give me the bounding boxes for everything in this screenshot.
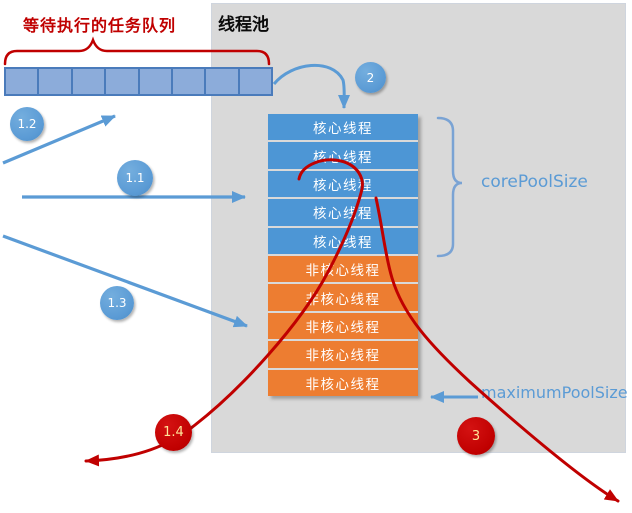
task-queue-cell [173, 69, 207, 94]
step-badge-label: 3 [471, 428, 481, 444]
core-thread-row: 核心线程 [268, 227, 418, 254]
step-badge-label: 1.2 [17, 117, 37, 131]
task-queue [4, 67, 273, 96]
step-badge-3: 3 [457, 417, 495, 455]
maximum-pool-size-label: maximumPoolSize [481, 383, 628, 402]
step-badge-2: 2 [355, 62, 386, 93]
core-thread-row: 核心线程 [268, 199, 418, 226]
task-queue-cell [106, 69, 140, 94]
non-core-thread-row: 非核心线程 [268, 284, 418, 311]
task-queue-cell [240, 69, 271, 94]
task-queue-cell [206, 69, 240, 94]
step-badge-label: 1.3 [107, 296, 127, 310]
core-thread-row: 核心线程 [268, 114, 418, 141]
core-thread-row: 核心线程 [268, 142, 418, 169]
step-badge-label: 1.4 [163, 425, 184, 440]
non-core-thread-row: 非核心线程 [268, 369, 418, 396]
task-queue-cell [140, 69, 173, 94]
non-core-thread-row: 非核心线程 [268, 341, 418, 368]
step-badge-label: 2 [366, 70, 375, 85]
step-badge-1-1: 1.1 [117, 160, 153, 196]
task-queue-cell [39, 69, 73, 94]
task-queue-cell [6, 69, 40, 94]
core-thread-row: 核心线程 [268, 170, 418, 198]
step-badge-1-2: 1.2 [10, 107, 44, 141]
thread-stack: 核心线程核心线程核心线程核心线程核心线程非核心线程非核心线程非核心线程非核心线程… [268, 114, 418, 396]
non-core-thread-row: 非核心线程 [268, 312, 418, 340]
core-pool-size-label: corePoolSize [481, 172, 588, 192]
non-core-thread-row: 非核心线程 [268, 255, 418, 283]
thread-pool-title: 线程池 [218, 15, 269, 35]
task-queue-label: 等待执行的任务队列 [23, 16, 177, 35]
task-queue-cell [73, 69, 107, 94]
step-badge-1-4: 1.4 [155, 414, 192, 451]
step-badge-1-3: 1.3 [100, 286, 134, 320]
step-badge-label: 1.1 [125, 171, 145, 185]
